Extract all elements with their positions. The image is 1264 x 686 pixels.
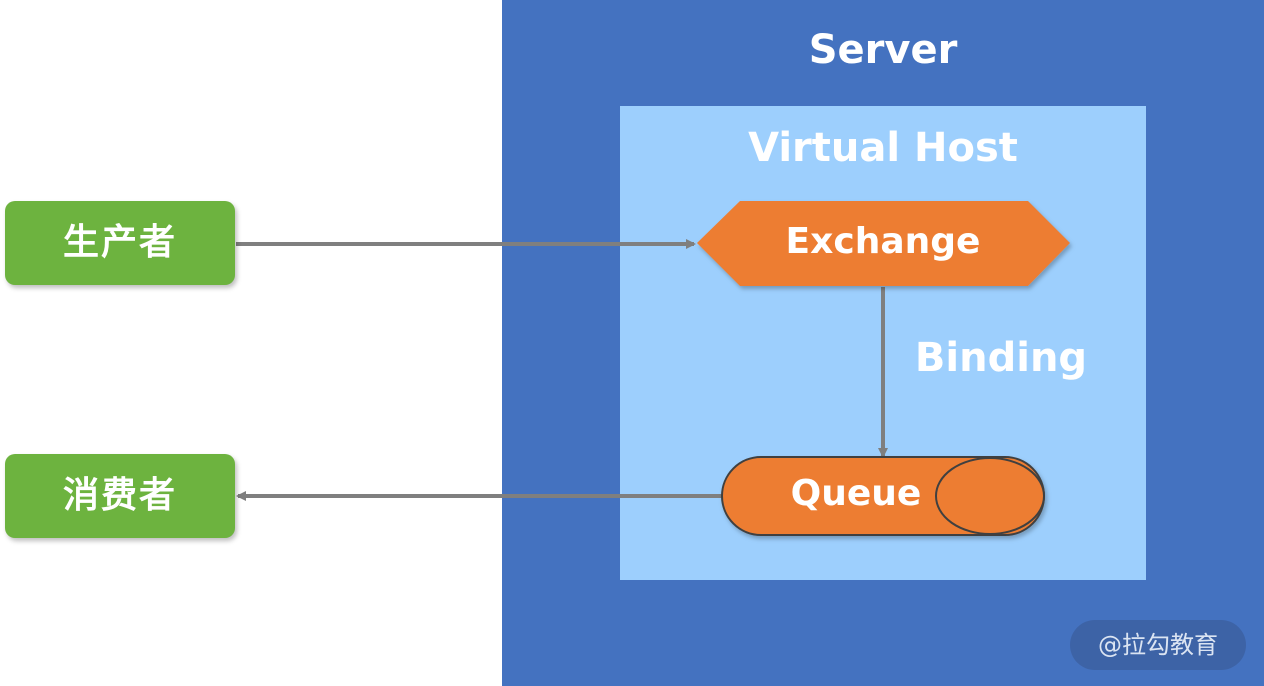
queue-label: Queue [790, 473, 922, 514]
producer-box: 生产者 [5, 201, 235, 285]
virtual-host-title: Virtual Host [748, 125, 1018, 171]
server-title: Server [808, 27, 958, 73]
exchange-label: Exchange [785, 221, 981, 262]
queue-shape [721, 456, 1045, 536]
binding-label: Binding [914, 335, 1088, 381]
consumer-box: 消费者 [5, 454, 235, 538]
exchange-shape [697, 201, 1070, 286]
watermark-badge: @拉勾教育 [1070, 620, 1246, 670]
